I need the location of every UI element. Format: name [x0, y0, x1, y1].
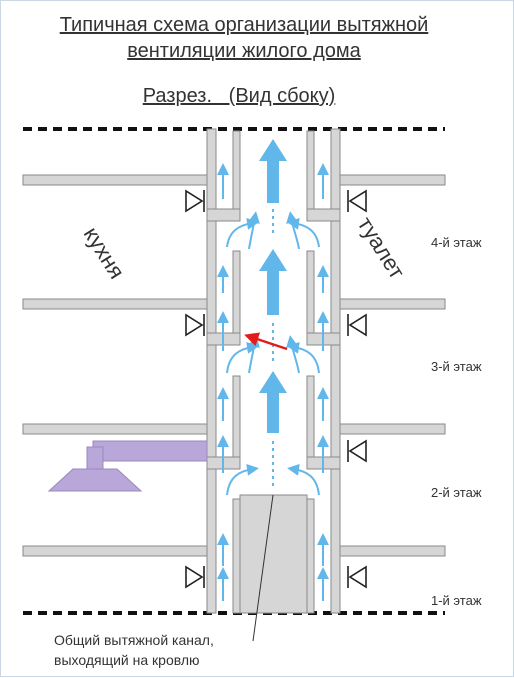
floor-slabs: [22, 174, 446, 557]
air-arrow-icon: [286, 335, 300, 374]
caption-line-1: Общий вытяжной канал,: [54, 632, 214, 648]
floor-label-3: 3-й этаж: [431, 359, 482, 374]
subtitle: Разрез. (Вид сбоку): [143, 85, 336, 107]
slab-right-3: [338, 298, 446, 310]
valve-icon: [347, 189, 367, 213]
label-toilet: туалет: [353, 212, 410, 283]
valve-icon: [347, 439, 367, 463]
label-kitchen: кухня: [79, 222, 130, 283]
slab-left-4: [22, 174, 212, 186]
slab-left-2: [22, 423, 212, 435]
shelf-left-4: [206, 208, 241, 222]
branch-airflow: [217, 163, 329, 601]
slab-right-2: [338, 423, 446, 435]
floor-label-1: 1-й этаж: [431, 593, 482, 608]
hood-duct: [92, 440, 208, 462]
inner-wall-right-1: [306, 498, 315, 614]
hood-neck: [86, 446, 104, 472]
air-arrow-icon: [248, 335, 260, 374]
caption-leader: [252, 494, 274, 642]
outer-wall-right: [330, 128, 341, 614]
slab-right-4: [338, 174, 446, 186]
inner-wall-left-2: [232, 375, 241, 465]
valve-icon: [185, 565, 205, 589]
valves-right: [347, 189, 367, 589]
inner-wall-right-3: [306, 250, 315, 340]
hood-canopy-icon: [47, 468, 143, 492]
main-arrow-up-icon: [259, 139, 287, 203]
caption-line-2: выходящий на кровлю: [54, 652, 200, 668]
inner-wall-left-1: [232, 498, 241, 614]
lower-duct-block: [239, 494, 308, 614]
floor-label-4: 4-й этаж: [431, 235, 482, 250]
slab-left-3: [22, 298, 212, 310]
shelf-right-4: [306, 208, 341, 222]
outer-wall-left: [206, 128, 217, 614]
air-arrow-icon: [287, 463, 320, 496]
slab-left-1: [22, 545, 212, 557]
inner-wall-right-4: [306, 130, 315, 212]
pointer-arrow-icon: [244, 332, 288, 351]
floor-label-2: 2-й этаж: [431, 485, 482, 500]
title-line-1: Типичная схема организации вытяжной: [60, 14, 429, 36]
air-arrow-icon: [248, 211, 260, 250]
valve-icon: [347, 313, 367, 337]
air-arrow-icon: [226, 463, 259, 496]
kitchen-hood: [47, 440, 208, 492]
inner-wall-left-4: [232, 130, 241, 212]
title-line-2: вентиляции жилого дома: [127, 40, 361, 62]
inner-wall-left-3: [232, 250, 241, 340]
main-airflow: [259, 139, 287, 433]
valve-icon: [185, 313, 205, 337]
air-arrow-icon: [286, 211, 300, 250]
inner-wall-right-2: [306, 375, 315, 465]
shaft-walls: [206, 128, 341, 614]
valve-icon: [347, 565, 367, 589]
valves-left: [185, 189, 205, 589]
slab-right-1: [338, 545, 446, 557]
valve-icon: [185, 189, 205, 213]
main-arrow-up-icon: [259, 249, 287, 315]
main-arrow-up-icon: [259, 371, 287, 433]
